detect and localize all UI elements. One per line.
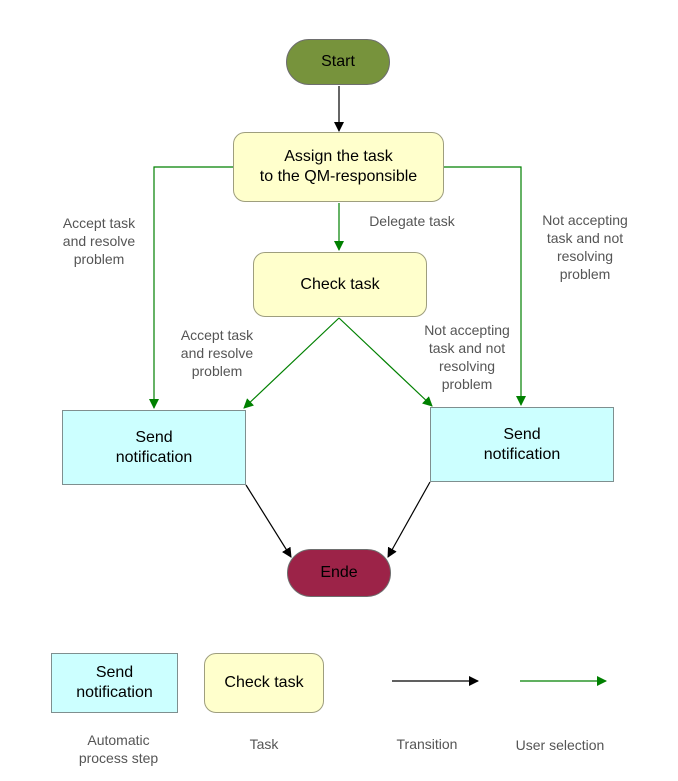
- edge-check-accept: [243, 317, 340, 409]
- legend-transition-label: Transition: [396, 736, 458, 752]
- send-notification-right-label: Send notification: [483, 425, 561, 463]
- legend-automatic-sample-label: Send notification: [76, 664, 153, 701]
- edge-assign-accept: [149, 166, 233, 409]
- legend-task-label: Task: [249, 736, 279, 752]
- check-task-node: Check task: [253, 252, 427, 317]
- edge-label-assign-delegate: Delegate task: [369, 213, 455, 229]
- legend-automatic-label: Automatic process step: [78, 732, 159, 766]
- send-notification-right-node: Send notification: [430, 407, 614, 482]
- edge-check-not-accept: [338, 317, 433, 407]
- start-node-label: Start: [321, 53, 355, 70]
- assign-task-node: Assign the task to the QM-responsible: [233, 132, 444, 202]
- end-node: Ende: [287, 549, 391, 597]
- edge-send-left-to-end: [245, 484, 292, 558]
- edge-label-assign-accept: Accept task and resolve problem: [62, 215, 136, 267]
- check-task-label: Check task: [300, 275, 380, 293]
- edge-assign-not-accept: [444, 166, 526, 406]
- edge-label-assign-not-accept: Not accepting task and not resolving pro…: [542, 212, 628, 282]
- send-notification-left-node: Send notification: [62, 410, 246, 485]
- legend-task-sample: Check task: [204, 653, 324, 713]
- assign-task-label: Assign the task to the QM-responsible: [259, 148, 418, 185]
- end-node-label: Ende: [320, 564, 358, 581]
- edge-label-check-accept: Accept task and resolve problem: [180, 327, 254, 379]
- legend-task-sample-label: Check task: [224, 674, 304, 691]
- edge-label-check-not-accept: Not accepting task and not resolving pro…: [424, 322, 510, 392]
- legend-user-selection-label: User selection: [515, 737, 605, 753]
- legend-automatic-sample: Send notification: [51, 653, 178, 713]
- send-notification-left-label: Send notification: [115, 428, 193, 466]
- edge-send-right-to-end: [387, 481, 431, 558]
- start-node: Start: [286, 39, 390, 85]
